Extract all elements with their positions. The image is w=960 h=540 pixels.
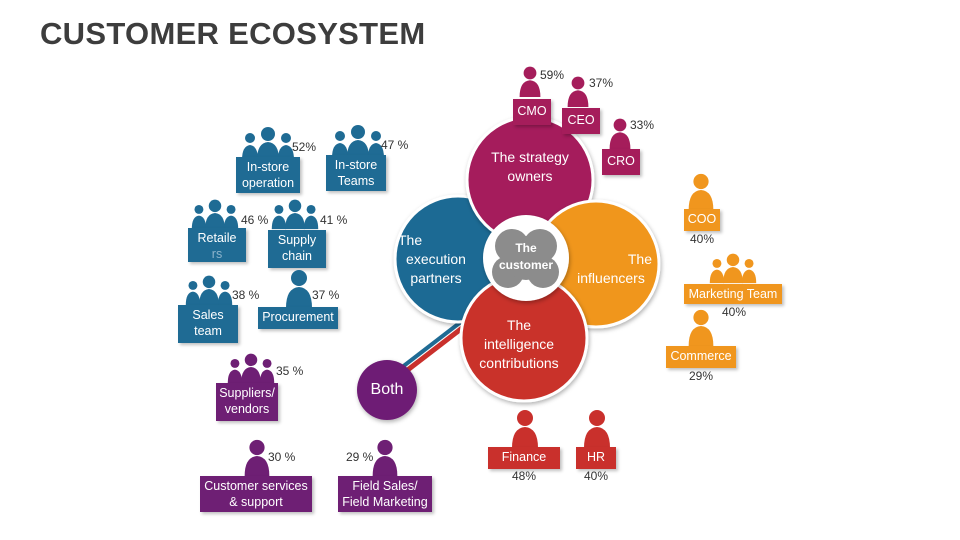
- team-label-procurement: Procurement: [258, 307, 338, 329]
- person-icon: [609, 118, 631, 149]
- people-group-icon: [227, 353, 275, 384]
- team-label-field-sales: Field Sales/ Field Marketing: [338, 476, 432, 512]
- people-group-icon: [709, 253, 757, 284]
- team-label-instore-operation: In-store operation: [236, 157, 300, 193]
- team-label-instore-teams: In-store Teams: [326, 155, 386, 191]
- pct-procurement: 37 %: [312, 288, 340, 302]
- both-label: Both: [370, 381, 404, 398]
- both-circle: [357, 360, 417, 420]
- pct-instore-operation: 52%: [292, 140, 317, 154]
- person-icon: [286, 270, 312, 308]
- pct-field-sales: 29 %: [346, 450, 374, 464]
- connector-line-red: [403, 320, 472, 374]
- team-label-hr: HR: [576, 447, 616, 469]
- team-label-retailers: Retaile rs: [188, 228, 246, 262]
- pct-commerce: 29%: [688, 369, 714, 383]
- pct-cro: 33%: [630, 118, 655, 132]
- person-icon: [244, 439, 270, 476]
- pct-coo: 40%: [689, 232, 715, 246]
- team-label-coo: COO: [684, 209, 720, 231]
- petal-label-strategy: The strategy owners: [491, 149, 569, 184]
- team-label-cro: CRO: [602, 149, 640, 175]
- person-icon: [567, 76, 589, 107]
- pct-marketing-team: 40%: [721, 305, 747, 319]
- pct-cmo: 59%: [540, 68, 565, 82]
- person-icon: [512, 410, 538, 448]
- center-cloud-shape: [492, 229, 559, 288]
- team-label-ceo: CEO: [562, 108, 600, 134]
- pct-sales-team: 38 %: [232, 288, 260, 302]
- pct-hr: 40%: [583, 469, 609, 483]
- person-icon: [372, 439, 398, 476]
- team-label-sales-team: Sales team: [178, 305, 238, 343]
- page-title: CUSTOMER ECOSYSTEM: [40, 16, 426, 51]
- people-group-icon: [271, 199, 319, 230]
- person-icon: [519, 66, 541, 97]
- person-icon: [688, 173, 714, 210]
- pct-customer-services: 30 %: [268, 450, 296, 464]
- pct-supply-chain: 41 %: [320, 213, 348, 227]
- person-icon: [688, 309, 714, 346]
- pct-retailers: 46 %: [241, 213, 269, 227]
- team-label-commerce: Commerce: [666, 346, 736, 368]
- petal-label-intelligence: The intelligence contributions: [479, 317, 559, 371]
- team-label-cmo: CMO: [513, 99, 551, 125]
- people-group-icon: [242, 127, 294, 160]
- team-label-supply-chain: Supply chain: [268, 230, 326, 268]
- pct-suppliers: 35 %: [276, 364, 304, 378]
- person-icon: [584, 410, 610, 448]
- people-group-icon: [185, 275, 233, 306]
- petal-label-influencers: The influencers: [577, 251, 652, 286]
- team-label-suppliers: Suppliers/ vendors: [216, 383, 278, 421]
- team-label-customer-services: Customer services & support: [200, 476, 312, 512]
- connector-line-teal: [399, 316, 468, 370]
- pct-instore-teams: 47 %: [381, 138, 409, 152]
- people-group-icon: [332, 125, 384, 158]
- pct-ceo: 37%: [589, 76, 614, 90]
- people-group-icon: [191, 199, 239, 230]
- pct-finance: 48%: [511, 469, 537, 483]
- team-label-marketing-team: Marketing Team: [684, 284, 782, 304]
- petal-label-execution: The execution partners: [398, 232, 466, 286]
- center-label: The customer: [498, 241, 554, 272]
- team-label-finance: Finance: [488, 447, 560, 469]
